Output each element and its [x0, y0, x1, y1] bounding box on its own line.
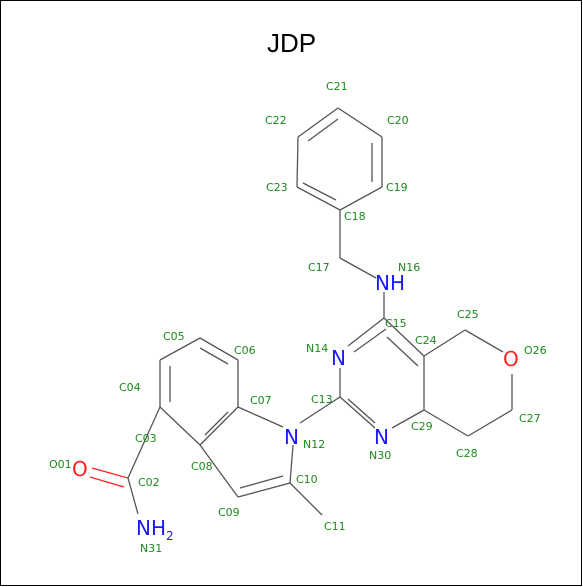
bond-c13-n12 [299, 396, 341, 424]
bond-c03-c08 [159, 406, 201, 446]
atom-label-c19: C19 [386, 181, 408, 194]
element-symbol-text: O [72, 457, 88, 481]
element-symbol-text: N [331, 346, 346, 370]
bond-c06-c05 [199, 337, 239, 361]
atom-label-c27: C27 [519, 412, 541, 425]
bond-inner-c10-c09 [239, 475, 284, 489]
atom-label-c15: C15 [385, 317, 407, 330]
bond-c22-c21 [297, 107, 339, 138]
atom-label-c04: C04 [119, 381, 141, 394]
bond-c13-n30 [339, 396, 376, 429]
bond-c24-c15 [383, 317, 425, 357]
atom-label-c17: C17 [308, 261, 330, 274]
element-symbol-subscript: 2 [166, 529, 174, 543]
atom-label-o26: O26 [524, 344, 547, 357]
atom-label-n12: N12 [303, 438, 325, 451]
bond-n12-c07 [237, 406, 284, 428]
bond-inner-c24-c15 [386, 336, 419, 367]
bond-n12-c10 [289, 444, 294, 484]
atom-label-c09: C09 [218, 506, 240, 519]
atom-label-c05: C05 [163, 330, 185, 343]
bond-c02-o01 [91, 467, 129, 479]
atom-label-c07: C07 [250, 394, 272, 407]
atom-label-c02: C02 [138, 476, 160, 489]
atom-label-c18: C18 [344, 210, 366, 223]
bond-c02-n31 [127, 477, 139, 515]
atom-label-c21: C21 [326, 80, 348, 93]
element-symbol-o26: O [503, 347, 519, 371]
atom-label-c22: C22 [265, 114, 287, 127]
atom-label-c08: C08 [191, 460, 213, 473]
atom-label-c13: C13 [311, 393, 333, 406]
element-symbol-text: O [503, 347, 519, 371]
atom-label-c20: C20 [387, 114, 409, 127]
element-symbol-text: NH [375, 271, 405, 295]
bond-inner-c15-n14 [353, 328, 387, 353]
bond-inner-c13-n30 [347, 398, 376, 424]
atom-label-c10: C10 [296, 473, 318, 486]
bond-c08-c07 [199, 406, 239, 446]
element-symbol-text: NH [136, 516, 166, 540]
bond-c17-n16 [339, 257, 377, 279]
bond-c21-c20 [337, 107, 383, 138]
bond-c02-o01-double [89, 476, 125, 488]
bond-c18-c23 [296, 186, 341, 211]
bond-n30-c29 [391, 409, 425, 429]
atom-label-n14: N14 [306, 342, 328, 355]
element-symbol-text: N [284, 425, 299, 449]
element-symbol-n12: N [284, 425, 299, 449]
bond-c23-c22 [296, 136, 299, 188]
atom-label-n31: N31 [140, 542, 162, 555]
element-symbol-n31: NH2 [136, 516, 174, 543]
atom-label-c23: C23 [266, 181, 288, 194]
molecule-title: JDP [266, 28, 317, 58]
atom-label-c11: C11 [324, 520, 346, 533]
element-symbol-n30: N [374, 425, 389, 449]
bond-c03-c02 [127, 406, 161, 479]
bond-c27-c28 [467, 409, 513, 437]
bond-c09-c08 [199, 444, 239, 498]
bond-inner-c22-c21 [307, 118, 339, 142]
atom-label-c06: C06 [234, 344, 256, 357]
atom-label-n30: N30 [369, 449, 391, 462]
element-symbol-n14: N [331, 346, 346, 370]
bond-c25-o26 [464, 329, 504, 353]
atom-label-o01: O01 [49, 458, 72, 471]
atom-label-c03: C03 [135, 432, 157, 445]
bond-c24-c25 [423, 329, 466, 357]
atom-label-c24: C24 [415, 334, 437, 347]
bond-c28-c29 [423, 409, 469, 437]
bond-c05-c04 [159, 337, 201, 361]
element-symbol-n16: NH [375, 271, 405, 295]
bond-c10-c11 [289, 482, 323, 516]
bond-c15-n14 [347, 317, 385, 347]
bond-c19-c18 [339, 186, 383, 211]
atom-label-n16: N16 [398, 261, 420, 274]
bond-inner-c06-c05 [199, 347, 229, 365]
element-symbol-o01: O [72, 457, 88, 481]
bond-inner-c07-c08 [204, 411, 229, 436]
bond-c10-c09 [237, 482, 291, 498]
bond-inner-c23-c18 [302, 182, 337, 201]
atom-label-c29: C29 [411, 420, 433, 433]
atom-label-c25: C25 [457, 308, 479, 321]
element-symbol-text: N [374, 425, 389, 449]
atom-label-c28: C28 [456, 447, 478, 460]
